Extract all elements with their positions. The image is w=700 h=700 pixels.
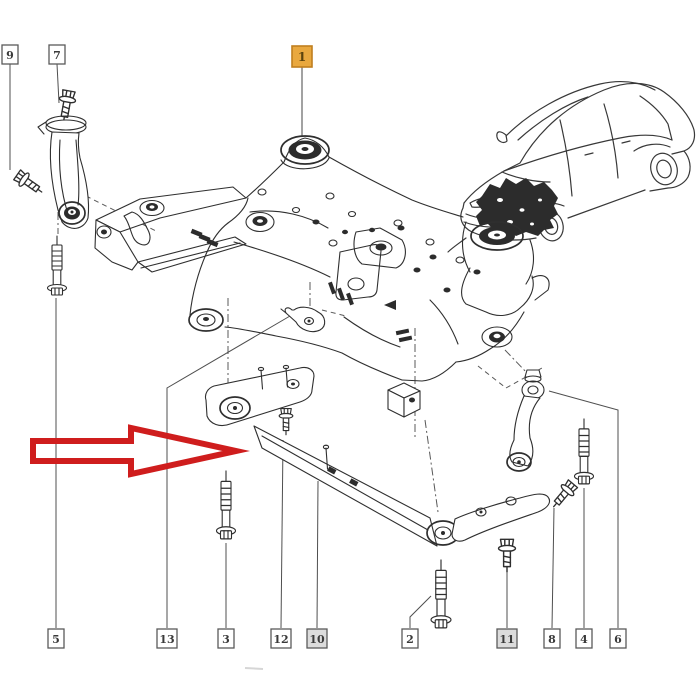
side-mirror xyxy=(496,131,508,143)
callout-9-label: 9 xyxy=(6,49,14,62)
pointer-triangle xyxy=(384,300,396,310)
callout-12-label: 12 xyxy=(273,633,288,646)
callout-3: 3 xyxy=(217,628,235,649)
callout-2: 2 xyxy=(401,628,419,649)
bolt-8-illustration xyxy=(547,478,580,513)
callout-1-highlighted: 1 xyxy=(291,45,313,68)
crossmember-illustration xyxy=(204,364,551,547)
callout-6: 6 xyxy=(609,628,627,649)
bolt-9-illustration xyxy=(12,167,47,200)
car-illustration xyxy=(447,80,696,253)
red-arrow xyxy=(30,424,251,478)
bolt-12-illustration xyxy=(278,407,294,436)
callout-8: 8 xyxy=(543,628,561,649)
link-illustration xyxy=(506,369,545,472)
bolt-3-illustration xyxy=(215,470,237,540)
leader-line-6 xyxy=(548,390,619,628)
bolt-4-illustration xyxy=(573,418,595,485)
rear-wheel xyxy=(650,152,678,186)
callout-1-label: 1 xyxy=(298,50,306,64)
callouts: 9 7 1 5 13 3 12 10 xyxy=(1,44,627,649)
leader-line-2 xyxy=(409,595,432,628)
callout-11: 11 xyxy=(496,628,518,649)
callout-10: 10 xyxy=(306,628,328,649)
leader-line-13 xyxy=(166,315,291,628)
callout-13-label: 13 xyxy=(159,633,174,646)
callout-11-label: 11 xyxy=(499,633,514,646)
callout-10-label: 10 xyxy=(309,633,325,646)
callout-2-label: 2 xyxy=(406,633,414,646)
leader-line-10 xyxy=(316,480,319,629)
callout-7-label: 7 xyxy=(53,49,61,62)
callout-6-label: 6 xyxy=(614,633,622,646)
bolt-11-illustration xyxy=(497,538,517,573)
torque-arm-illustration xyxy=(37,88,90,229)
callout-5-label: 5 xyxy=(52,633,60,646)
callout-3-label: 3 xyxy=(222,633,230,646)
callout-8-label: 8 xyxy=(548,633,556,646)
bolt-5-illustration xyxy=(46,235,68,296)
leader-line-12 xyxy=(280,439,284,629)
subframe-illustration xyxy=(94,135,550,418)
callout-5: 5 xyxy=(47,628,65,649)
bolt-2-illustration xyxy=(430,559,452,629)
callout-12: 12 xyxy=(270,628,292,649)
callout-4: 4 xyxy=(575,628,593,649)
callout-4-label: 4 xyxy=(580,633,588,646)
leader-line-8 xyxy=(551,507,555,629)
leader-line-7 xyxy=(56,63,60,104)
callout-7: 7 xyxy=(48,44,66,65)
callout-13: 13 xyxy=(156,628,178,649)
smudge-mark xyxy=(244,667,264,670)
callout-9: 9 xyxy=(1,44,19,65)
bracket-13-illustration xyxy=(280,306,326,333)
